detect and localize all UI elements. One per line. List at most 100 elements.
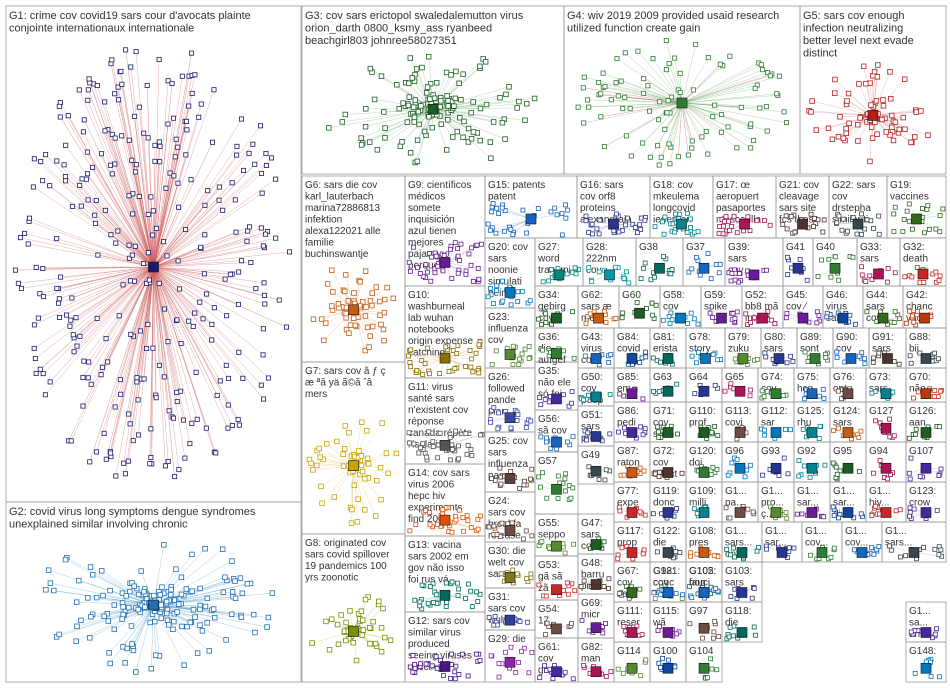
node[interactable] — [765, 308, 771, 314]
node[interactable] — [642, 512, 648, 518]
node[interactable] — [444, 93, 450, 99]
node[interactable] — [820, 386, 826, 392]
node[interactable] — [695, 229, 701, 234]
node[interactable] — [893, 508, 899, 514]
hub-node[interactable] — [439, 589, 451, 601]
node[interactable] — [107, 660, 113, 667]
node[interactable] — [586, 464, 592, 470]
node[interactable] — [900, 114, 906, 121]
node[interactable] — [447, 435, 453, 440]
node[interactable] — [768, 504, 774, 510]
node[interactable] — [688, 216, 693, 222]
node[interactable] — [581, 120, 587, 126]
node[interactable] — [891, 211, 897, 217]
node[interactable] — [449, 275, 455, 281]
node[interactable] — [752, 85, 758, 91]
node[interactable] — [359, 468, 366, 475]
node[interactable] — [152, 618, 158, 625]
hub-node[interactable] — [773, 353, 785, 364]
node[interactable] — [441, 253, 447, 258]
node[interactable] — [621, 393, 627, 399]
node[interactable] — [425, 600, 431, 606]
node[interactable] — [596, 477, 602, 482]
node[interactable] — [421, 128, 428, 135]
hub-node[interactable] — [348, 304, 359, 316]
node[interactable] — [639, 632, 645, 637]
node[interactable] — [358, 608, 365, 614]
node[interactable] — [186, 103, 192, 109]
node[interactable] — [469, 245, 475, 251]
node[interactable] — [118, 391, 124, 397]
node[interactable] — [907, 505, 913, 511]
node[interactable] — [455, 580, 460, 586]
node[interactable] — [69, 295, 75, 301]
node[interactable] — [61, 162, 67, 168]
hub-node[interactable] — [654, 262, 665, 274]
node[interactable] — [51, 587, 57, 594]
hub-node[interactable] — [770, 507, 782, 518]
node[interactable] — [168, 591, 174, 598]
node[interactable] — [907, 513, 912, 519]
node[interactable] — [543, 311, 548, 317]
node[interactable] — [601, 539, 607, 545]
node[interactable] — [617, 590, 623, 596]
node[interactable] — [648, 277, 654, 283]
node[interactable] — [81, 117, 87, 123]
node[interactable] — [531, 95, 538, 102]
node[interactable] — [418, 445, 423, 451]
node[interactable] — [465, 518, 471, 524]
node[interactable] — [146, 277, 152, 283]
node[interactable] — [816, 313, 822, 318]
node[interactable] — [732, 315, 738, 321]
node[interactable] — [753, 632, 758, 638]
group-g56[interactable]: G56:sã cov — [534, 409, 579, 453]
node[interactable] — [260, 243, 266, 249]
node[interactable] — [225, 425, 231, 431]
node[interactable] — [56, 631, 62, 638]
node[interactable] — [216, 197, 222, 203]
node[interactable] — [780, 393, 786, 399]
node[interactable] — [728, 594, 734, 599]
node[interactable] — [378, 649, 385, 655]
node[interactable] — [874, 74, 881, 80]
node[interactable] — [445, 117, 451, 123]
node[interactable] — [937, 273, 943, 279]
node[interactable] — [93, 197, 99, 203]
node[interactable] — [264, 624, 270, 630]
node[interactable] — [382, 296, 388, 303]
node[interactable] — [132, 243, 138, 249]
node[interactable] — [543, 632, 548, 637]
node[interactable] — [204, 291, 210, 297]
node[interactable] — [453, 428, 458, 434]
node[interactable] — [40, 178, 46, 184]
node[interactable] — [113, 240, 119, 246]
node[interactable] — [407, 528, 413, 534]
node[interactable] — [596, 269, 602, 275]
node[interactable] — [209, 321, 215, 327]
node[interactable] — [528, 418, 534, 424]
node[interactable] — [343, 310, 349, 317]
node[interactable] — [689, 138, 695, 144]
node[interactable] — [359, 632, 365, 638]
hub-node[interactable] — [770, 388, 782, 400]
node[interactable] — [458, 241, 464, 247]
node[interactable] — [617, 508, 623, 514]
node[interactable] — [468, 110, 474, 116]
node[interactable] — [121, 460, 127, 466]
node[interactable] — [120, 282, 126, 288]
node[interactable] — [550, 676, 556, 682]
node[interactable] — [499, 205, 505, 211]
node[interactable] — [309, 640, 315, 646]
node[interactable] — [411, 441, 417, 447]
node[interactable] — [589, 278, 595, 284]
node[interactable] — [456, 456, 461, 462]
node[interactable] — [87, 459, 93, 465]
node[interactable] — [172, 154, 178, 160]
node[interactable] — [349, 506, 355, 513]
node[interactable] — [815, 274, 821, 279]
node[interactable] — [493, 230, 499, 236]
group-g122[interactable]: G122:die — [649, 521, 687, 563]
node[interactable] — [638, 424, 644, 430]
